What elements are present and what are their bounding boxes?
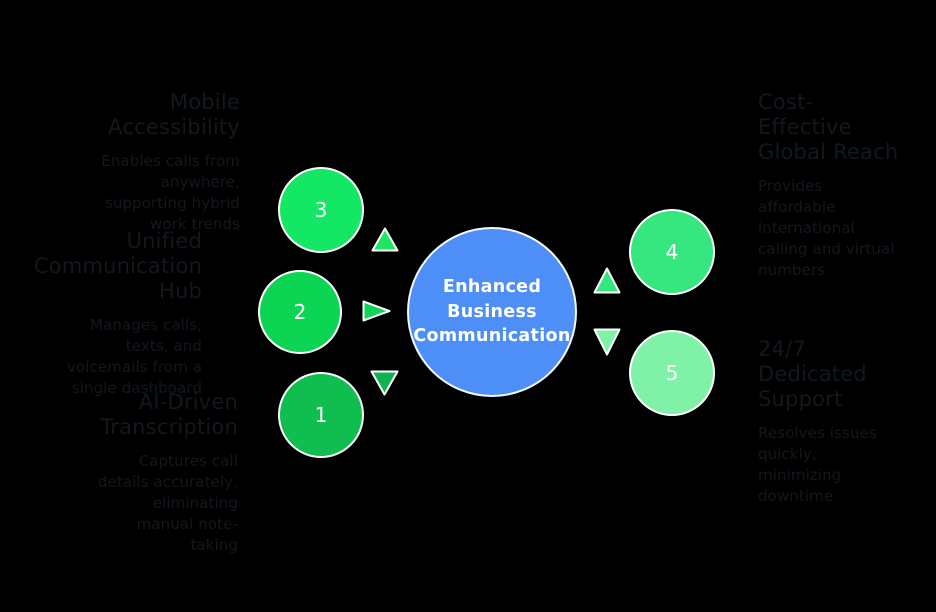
- arrow-up-icon: [371, 227, 399, 252]
- node-number: 2: [293, 300, 307, 324]
- numbered-node-4: 4: [629, 209, 715, 295]
- arrow-right-icon: [362, 300, 391, 322]
- feature-title: Mobile Accessibility: [108, 90, 240, 139]
- feature-block-cost-effective-global-reach: Cost- Effective Global Reach Provides af…: [758, 90, 936, 281]
- arrow-up-icon: [593, 267, 621, 294]
- numbered-node-3: 3: [278, 167, 364, 253]
- feature-description: Manages calls, texts, and voicemails fro…: [67, 316, 202, 397]
- node-number: 4: [665, 240, 679, 264]
- arrow-down-icon: [370, 370, 399, 396]
- feature-block-unified-communication-hub: Unified Communication Hub Manages calls,…: [0, 229, 202, 399]
- numbered-node-5: 5: [629, 330, 715, 416]
- central-topic-circle: Enhanced Business Communication: [407, 227, 577, 397]
- feature-block-247-dedicated-support: 24/7 Dedicated Support Resolves issues q…: [758, 337, 936, 507]
- arrow-down-icon: [593, 328, 621, 356]
- feature-title: Unified Communication Hub: [33, 229, 202, 303]
- feature-description: Enables calls from anywhere, supporting …: [101, 152, 240, 233]
- node-number: 5: [665, 361, 679, 385]
- feature-description: Captures call details accurately, elimin…: [97, 452, 238, 554]
- feature-block-ai-driven-transcription: AI-Driven Transcription Captures call de…: [0, 390, 238, 556]
- node-number: 1: [314, 403, 328, 427]
- numbered-node-1: 1: [278, 372, 364, 458]
- feature-title: AI-Driven Transcription: [100, 390, 238, 439]
- feature-title: Cost- Effective Global Reach: [758, 90, 899, 164]
- feature-title: 24/7 Dedicated Support: [758, 337, 867, 411]
- node-number: 3: [314, 198, 328, 222]
- numbered-node-2: 2: [258, 270, 342, 354]
- feature-description: Provides affordable international callin…: [758, 177, 895, 279]
- feature-description: Resolves issues quickly, minimizing down…: [758, 424, 877, 505]
- feature-block-mobile-accessibility: Mobile Accessibility Enables calls from …: [10, 90, 240, 235]
